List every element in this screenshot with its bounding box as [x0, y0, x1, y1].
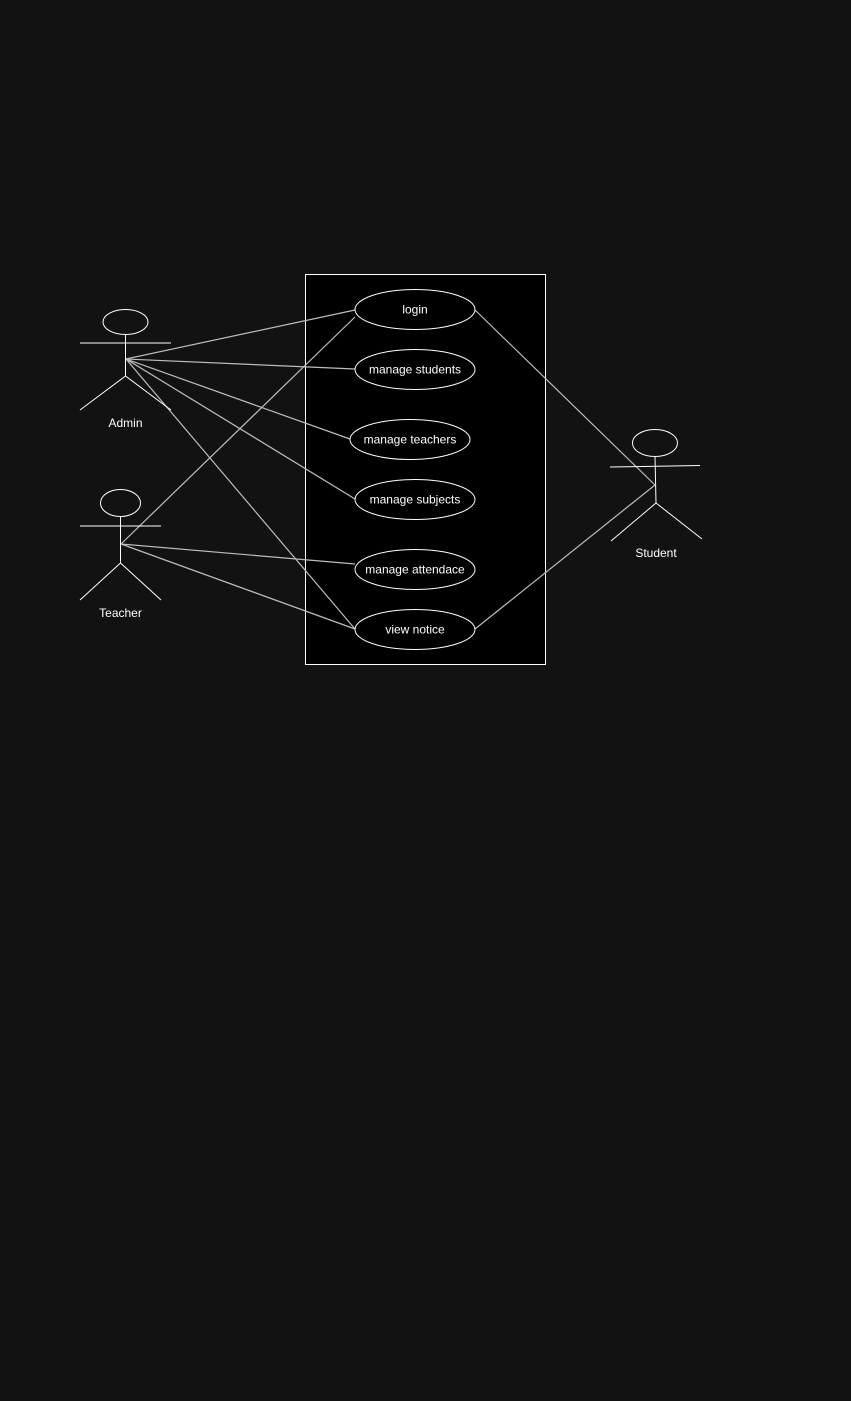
- association-lines: [120, 309, 656, 630]
- assoc-student-view-notice: [474, 484, 656, 630]
- use-case-manage-students[interactable]: manage students: [354, 349, 476, 390]
- use-case-login[interactable]: login: [354, 289, 476, 330]
- use-case-manage-attendance-label: manage attendace: [365, 563, 465, 577]
- use-case-manage-subjects-label: manage subjects: [370, 493, 461, 507]
- use-case-manage-subjects[interactable]: manage subjects: [354, 479, 476, 520]
- use-case-manage-attendance[interactable]: manage attendace: [354, 549, 476, 590]
- actor-student-head: [632, 429, 678, 457]
- actor-admin-right-leg: [125, 375, 172, 411]
- assoc-admin-manage-students: [125, 358, 356, 370]
- actor-teacher-head: [100, 489, 141, 517]
- actor-teacher[interactable]: [79, 489, 162, 601]
- actor-teacher-left-leg: [79, 562, 121, 601]
- actor-student[interactable]: [609, 429, 703, 542]
- assoc-admin-view-notice: [125, 358, 356, 630]
- assoc-admin-login: [125, 309, 356, 360]
- actor-student-left-leg: [610, 502, 657, 542]
- actor-admin-label: Admin: [108, 416, 142, 430]
- assoc-student-login: [474, 309, 656, 486]
- use-case-login-label: login: [402, 303, 427, 317]
- use-case-login-ellipse: [354, 289, 476, 330]
- assoc-teacher-view-notice: [120, 543, 356, 630]
- use-case-view-notice-ellipse: [354, 609, 476, 650]
- actor-teacher-right-leg: [120, 562, 162, 601]
- actor-admin-head: [102, 309, 149, 335]
- use-case-view-notice[interactable]: view notice: [354, 609, 476, 650]
- assoc-teacher-manage-attendance: [120, 543, 356, 565]
- use-case-manage-students-label: manage students: [369, 363, 461, 377]
- actor-admin[interactable]: [79, 309, 172, 411]
- use-case-manage-students-ellipse: [354, 349, 476, 390]
- assoc-admin-manage-subjects: [125, 358, 356, 500]
- actor-student-right-leg: [655, 502, 703, 540]
- actor-teacher-label: Teacher: [99, 606, 142, 620]
- assoc-teacher-login: [120, 316, 356, 545]
- use-case-manage-teachers-label: manage teachers: [364, 433, 457, 447]
- use-case-manage-teachers[interactable]: manage teachers: [349, 419, 471, 460]
- actor-student-arms: [609, 465, 701, 468]
- actor-student-label: Student: [635, 546, 677, 560]
- system-boundary: [305, 274, 546, 665]
- actor-admin-left-leg: [79, 375, 126, 411]
- use-case-manage-subjects-ellipse: [354, 479, 476, 520]
- use-cases: login manage students manage teachers ma…: [349, 289, 476, 650]
- actor-student-body: [654, 456, 657, 504]
- use-case-manage-attendance-ellipse: [354, 549, 476, 590]
- use-case-manage-teachers-ellipse: [349, 419, 471, 460]
- assoc-admin-manage-teachers: [125, 358, 351, 440]
- use-case-view-notice-label: view notice: [385, 623, 445, 637]
